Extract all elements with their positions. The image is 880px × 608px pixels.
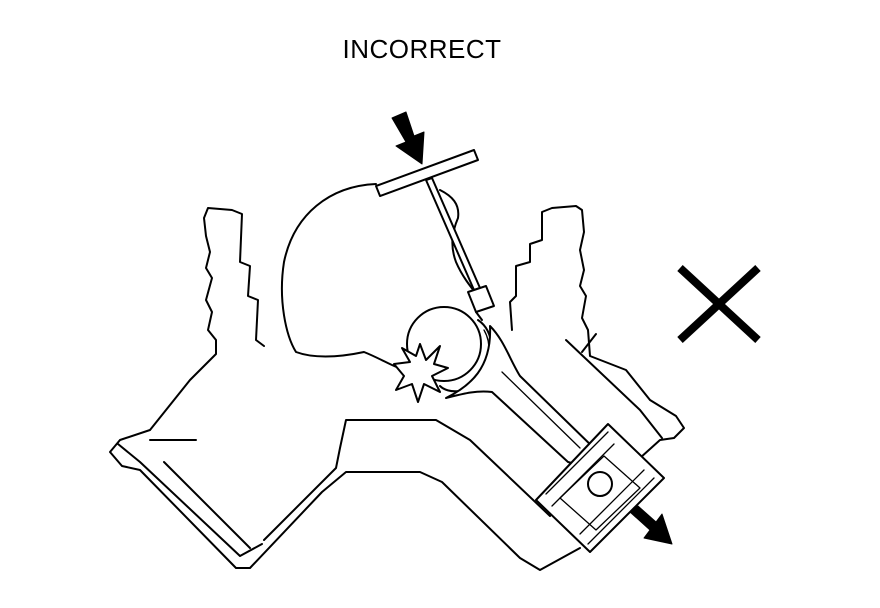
crankcase-inner-line: [163, 419, 581, 549]
left-bank-detail: [117, 439, 263, 557]
tool-shaft: [425, 177, 481, 291]
cross-x-icon: [677, 265, 761, 343]
impact-burst-icon: [393, 343, 449, 403]
connecting-rod: [445, 325, 599, 469]
connecting-rod-rib: [501, 371, 581, 449]
arrow-down-icon: [391, 111, 425, 165]
arrow-out-icon: [629, 505, 673, 545]
piston: [535, 423, 665, 553]
engine-block-outline: [109, 205, 685, 571]
tool-tip: [467, 285, 495, 313]
right-bank-detail: [565, 333, 663, 439]
diagram-caption: INCORRECT: [342, 34, 502, 64]
tool-handle: [375, 149, 479, 197]
tool-tip-contact: [475, 311, 483, 321]
